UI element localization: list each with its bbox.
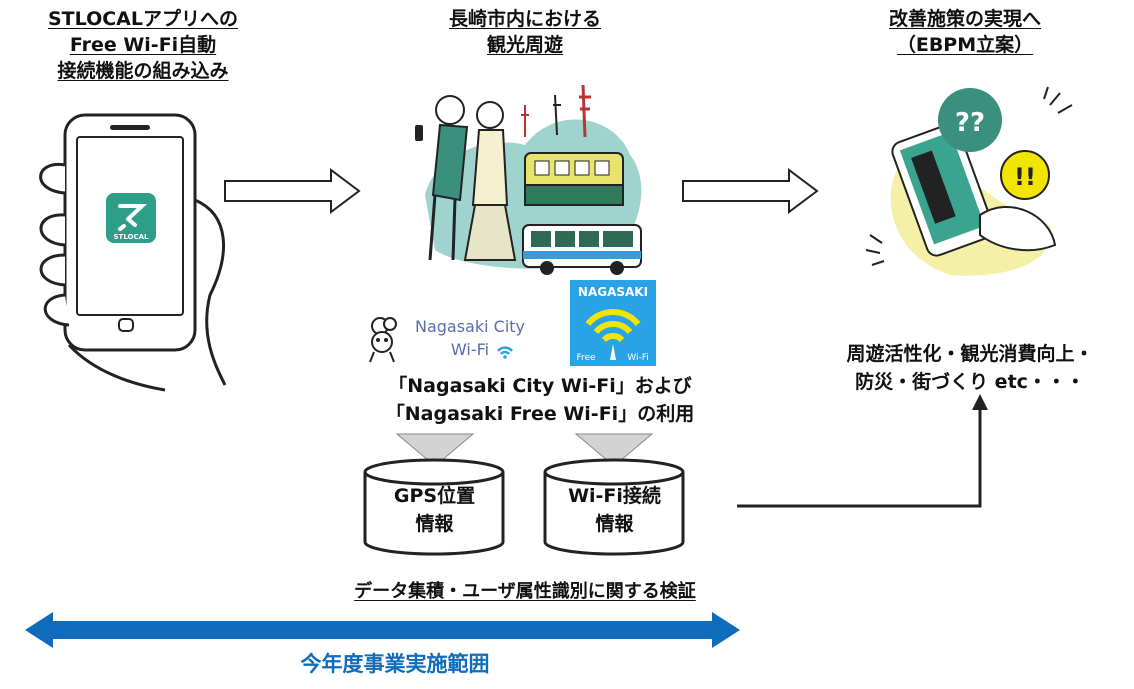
free-wifi-top-label: NAGASAKI (578, 285, 648, 299)
verification-label: データ集積・ユーザ属性識別に関する検証 (354, 581, 696, 602)
free-wifi-left-label: Free (576, 353, 596, 363)
nagasaki-free-wifi-logo: NAGASAKI Free Wi-Fi (570, 280, 656, 366)
center-caption: 「Nagasaki City Wi-Fi」および 「Nagasaki Free … (330, 372, 750, 428)
svg-text:??: ?? (955, 108, 985, 138)
analysis-illustration: ?? !! (865, 86, 1073, 276)
left-heading-line: 接続機能の組み込み (57, 60, 229, 82)
tourism-illustration (415, 84, 642, 275)
database-gps-line2: 情報 (415, 513, 454, 535)
database-wifi-label: Wi-Fi接続 情報 (542, 482, 687, 538)
database-wifi-line1: Wi-Fi接続 (568, 485, 661, 507)
app-icon-label: STLOCAL (114, 233, 150, 241)
left-heading: STLOCALアプリへの Free Wi-Fi自動 接続機能の組み込み (18, 6, 268, 84)
database-gps-label: GPS位置 情報 (362, 482, 507, 538)
free-wifi-right-label: Wi-Fi (627, 353, 648, 363)
database-wifi-line2: 情報 (595, 513, 634, 535)
left-heading-line: STLOCALアプリへの (48, 8, 238, 30)
center-caption-line: 「Nagasaki City Wi-Fi」および (388, 375, 692, 397)
down-arrow-gps (395, 433, 475, 467)
center-heading-line: 長崎市内における (448, 8, 601, 30)
right-heading-line: 改善施策の実現へ (888, 8, 1041, 30)
left-heading-line: Free Wi-Fi自動 (69, 34, 217, 56)
database-gps-cylinder (363, 458, 505, 556)
database-wifi-cylinder (543, 458, 685, 556)
scope-label: 今年度事業実施範囲 (300, 652, 490, 676)
connector-arrow (737, 394, 988, 508)
right-heading: 改善施策の実現へ （EBPM立案） (840, 6, 1090, 58)
center-caption-line: 「Nagasaki Free Wi-Fi」の利用 (385, 403, 695, 425)
center-heading: 長崎市内における 観光周遊 (400, 6, 650, 58)
svg-text:!!: !! (1014, 163, 1036, 191)
scope-double-arrow (25, 612, 740, 648)
city-wifi-line1: Nagasaki City (415, 317, 525, 336)
city-wifi-line2: Wi-Fi (451, 340, 489, 359)
nagasaki-city-wifi-logo: Nagasaki City Wi-Fi (369, 317, 525, 363)
right-caption-line: 周遊活性化・観光消費向上・ (846, 343, 1094, 365)
center-heading-line: 観光周遊 (486, 34, 563, 56)
right-caption-line: 防災・街づくり etc・・・ (855, 371, 1085, 393)
database-gps-line1: GPS位置 (393, 485, 476, 507)
right-arrow-2 (682, 168, 819, 214)
right-heading-line: （EBPM立案） (896, 34, 1034, 56)
down-arrow-wifi (574, 433, 654, 467)
right-arrow-1 (224, 168, 361, 214)
smartphone-hand-illustration: STLOCAL (39, 113, 227, 392)
right-caption: 周遊活性化・観光消費向上・ 防災・街づくり etc・・・ (810, 340, 1130, 396)
